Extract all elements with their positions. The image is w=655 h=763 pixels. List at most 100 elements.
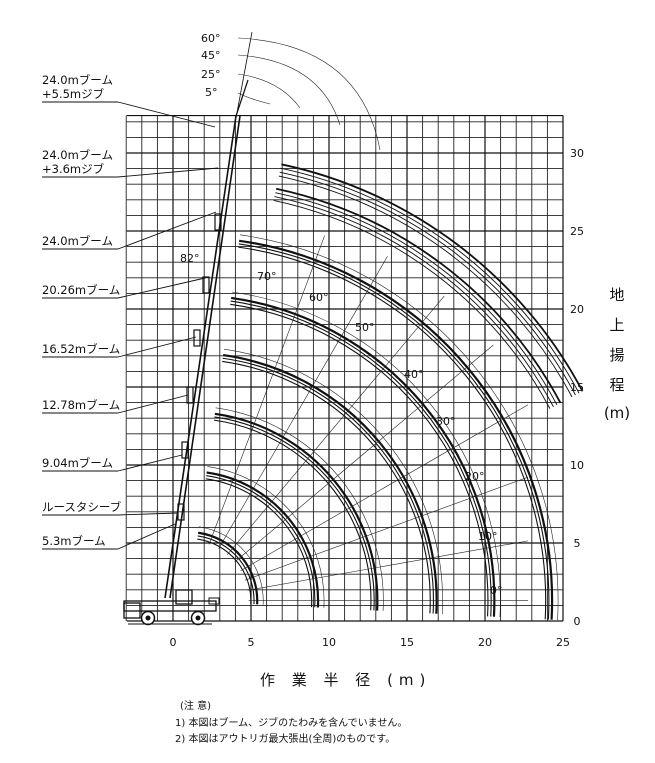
jib-offset-arc [237, 73, 301, 109]
boom-angle-line [244, 476, 529, 581]
boom-angle-line [247, 540, 529, 591]
boom-angle-label: 82° [180, 252, 200, 265]
y-title-char: 地 [609, 286, 624, 304]
boom-label: 20.26mブーム [42, 283, 120, 297]
jib-offset-label: 25° [201, 68, 221, 81]
x-tick-label: 25 [556, 636, 570, 649]
range-curve [222, 360, 431, 614]
range-curve [205, 478, 313, 608]
jib-range-curve [279, 171, 576, 396]
boom-angle-label: 50° [355, 321, 375, 334]
y-tick-label: 25 [570, 225, 584, 238]
leader-line [117, 211, 217, 250]
leader-line [117, 512, 179, 516]
range-curve-outer [198, 526, 264, 605]
y-tick-label: 20 [570, 303, 584, 316]
x-axis-ticks: 0 5 10 15 20 25 [170, 636, 571, 649]
jib-offset-arc [237, 37, 381, 151]
range-curve [197, 531, 259, 605]
range-curve [238, 246, 547, 620]
y-title-char: 上 [609, 316, 624, 334]
boom-angle-label: 20° [465, 470, 485, 483]
x-tick-label: 0 [170, 636, 177, 649]
boom-label: 16.52mブーム [42, 342, 120, 356]
boom-angle-line [234, 344, 494, 563]
jib-offset-label: 5° [205, 86, 218, 99]
boom-angle-line [208, 235, 325, 545]
x-axis-title: 作 業 半 径 (m) [260, 671, 431, 689]
boom-head-icon [177, 503, 185, 521]
notes: (注 意) 1) 本図はブーム、ジブのたわみを含んでいません。 2) 本図はアウ… [175, 699, 407, 745]
y-tick-label: 15 [570, 381, 584, 394]
boom-range-curves [197, 163, 584, 621]
note-2: 2) 本図はアウトリガ最大張出(全周)のものです。 [175, 732, 395, 745]
boom-angle-label: 60° [309, 291, 329, 304]
boom-label: 24.0mブーム [42, 148, 113, 162]
leader-line [117, 336, 197, 358]
chart-grid [125, 114, 564, 622]
leader-line [117, 454, 183, 472]
y-tick-label: 0 [574, 615, 581, 628]
boom-label: 24.0mブーム [42, 234, 113, 248]
jib-offset-labels: 60°45°25°5° [201, 32, 221, 99]
range-curve [214, 412, 379, 611]
x-tick-label: 15 [400, 636, 414, 649]
jib-offset-label: 60° [201, 32, 221, 45]
jib-range-curve [280, 167, 580, 394]
range-curve [197, 535, 255, 605]
range-curve [206, 475, 316, 608]
boom-angle-label: 30° [436, 415, 456, 428]
range-curve [213, 419, 372, 611]
range-curve [230, 303, 489, 617]
jib-range-curve [273, 200, 551, 409]
range-curve [197, 538, 252, 605]
jib-range-curve [274, 196, 554, 407]
range-curve [238, 243, 550, 620]
range-curve [214, 416, 375, 611]
leader-line [117, 523, 176, 550]
y-title-char: 揚 [609, 346, 624, 364]
jib-line [235, 31, 253, 119]
range-curve-outer [207, 466, 325, 608]
jib-range-curve [281, 163, 584, 392]
y-tick-label: 30 [570, 147, 584, 160]
boom-angle-label: 10° [478, 530, 498, 543]
jib-range-curve [278, 175, 573, 398]
boom-length-labels: 24.0mブーム+5.5mジブ24.0mブーム+3.6mジブ24.0mブーム20… [42, 73, 219, 550]
boom-label: 24.0mブーム [42, 73, 113, 87]
boom-angle-labels: 82°70°60°50°40°30°20°10°0° [180, 252, 503, 597]
leader-line [117, 167, 219, 178]
notes-title: (注 意) [180, 699, 211, 712]
x-tick-label: 10 [322, 636, 336, 649]
leader-line [117, 394, 189, 414]
y-axis-ticks: 0 5 10 15 20 25 30 [570, 147, 584, 628]
range-curve-outer [215, 407, 384, 611]
y-title-char: 程 [609, 376, 624, 394]
x-tick-label: 20 [478, 636, 492, 649]
y-tick-label: 5 [574, 537, 581, 550]
crane-truck-icon [123, 79, 249, 626]
leader-line [117, 277, 206, 299]
jib-range-curve [275, 187, 562, 404]
range-curve-outer [231, 291, 501, 618]
range-curve [230, 300, 492, 617]
boom-head-icon [181, 441, 189, 459]
range-curve-outer [239, 234, 559, 621]
boom-angle-line [226, 295, 445, 555]
y-title-unit: (m) [604, 404, 630, 422]
leader-line [117, 101, 216, 128]
range-curve [206, 471, 320, 608]
range-curve [222, 354, 438, 614]
range-curve-outer [223, 348, 443, 615]
boom-angle-lines [208, 235, 529, 602]
range-curve [239, 239, 554, 620]
boom-label: 9.04mブーム [42, 456, 113, 470]
boom-angle-label: 40° [404, 368, 424, 381]
boom-head-icon [202, 276, 210, 294]
x-tick-label: 5 [248, 636, 255, 649]
boom-label: 12.78mブーム [42, 398, 120, 412]
y-tick-label: 10 [570, 459, 584, 472]
boom-label: +5.5mジブ [42, 87, 105, 101]
